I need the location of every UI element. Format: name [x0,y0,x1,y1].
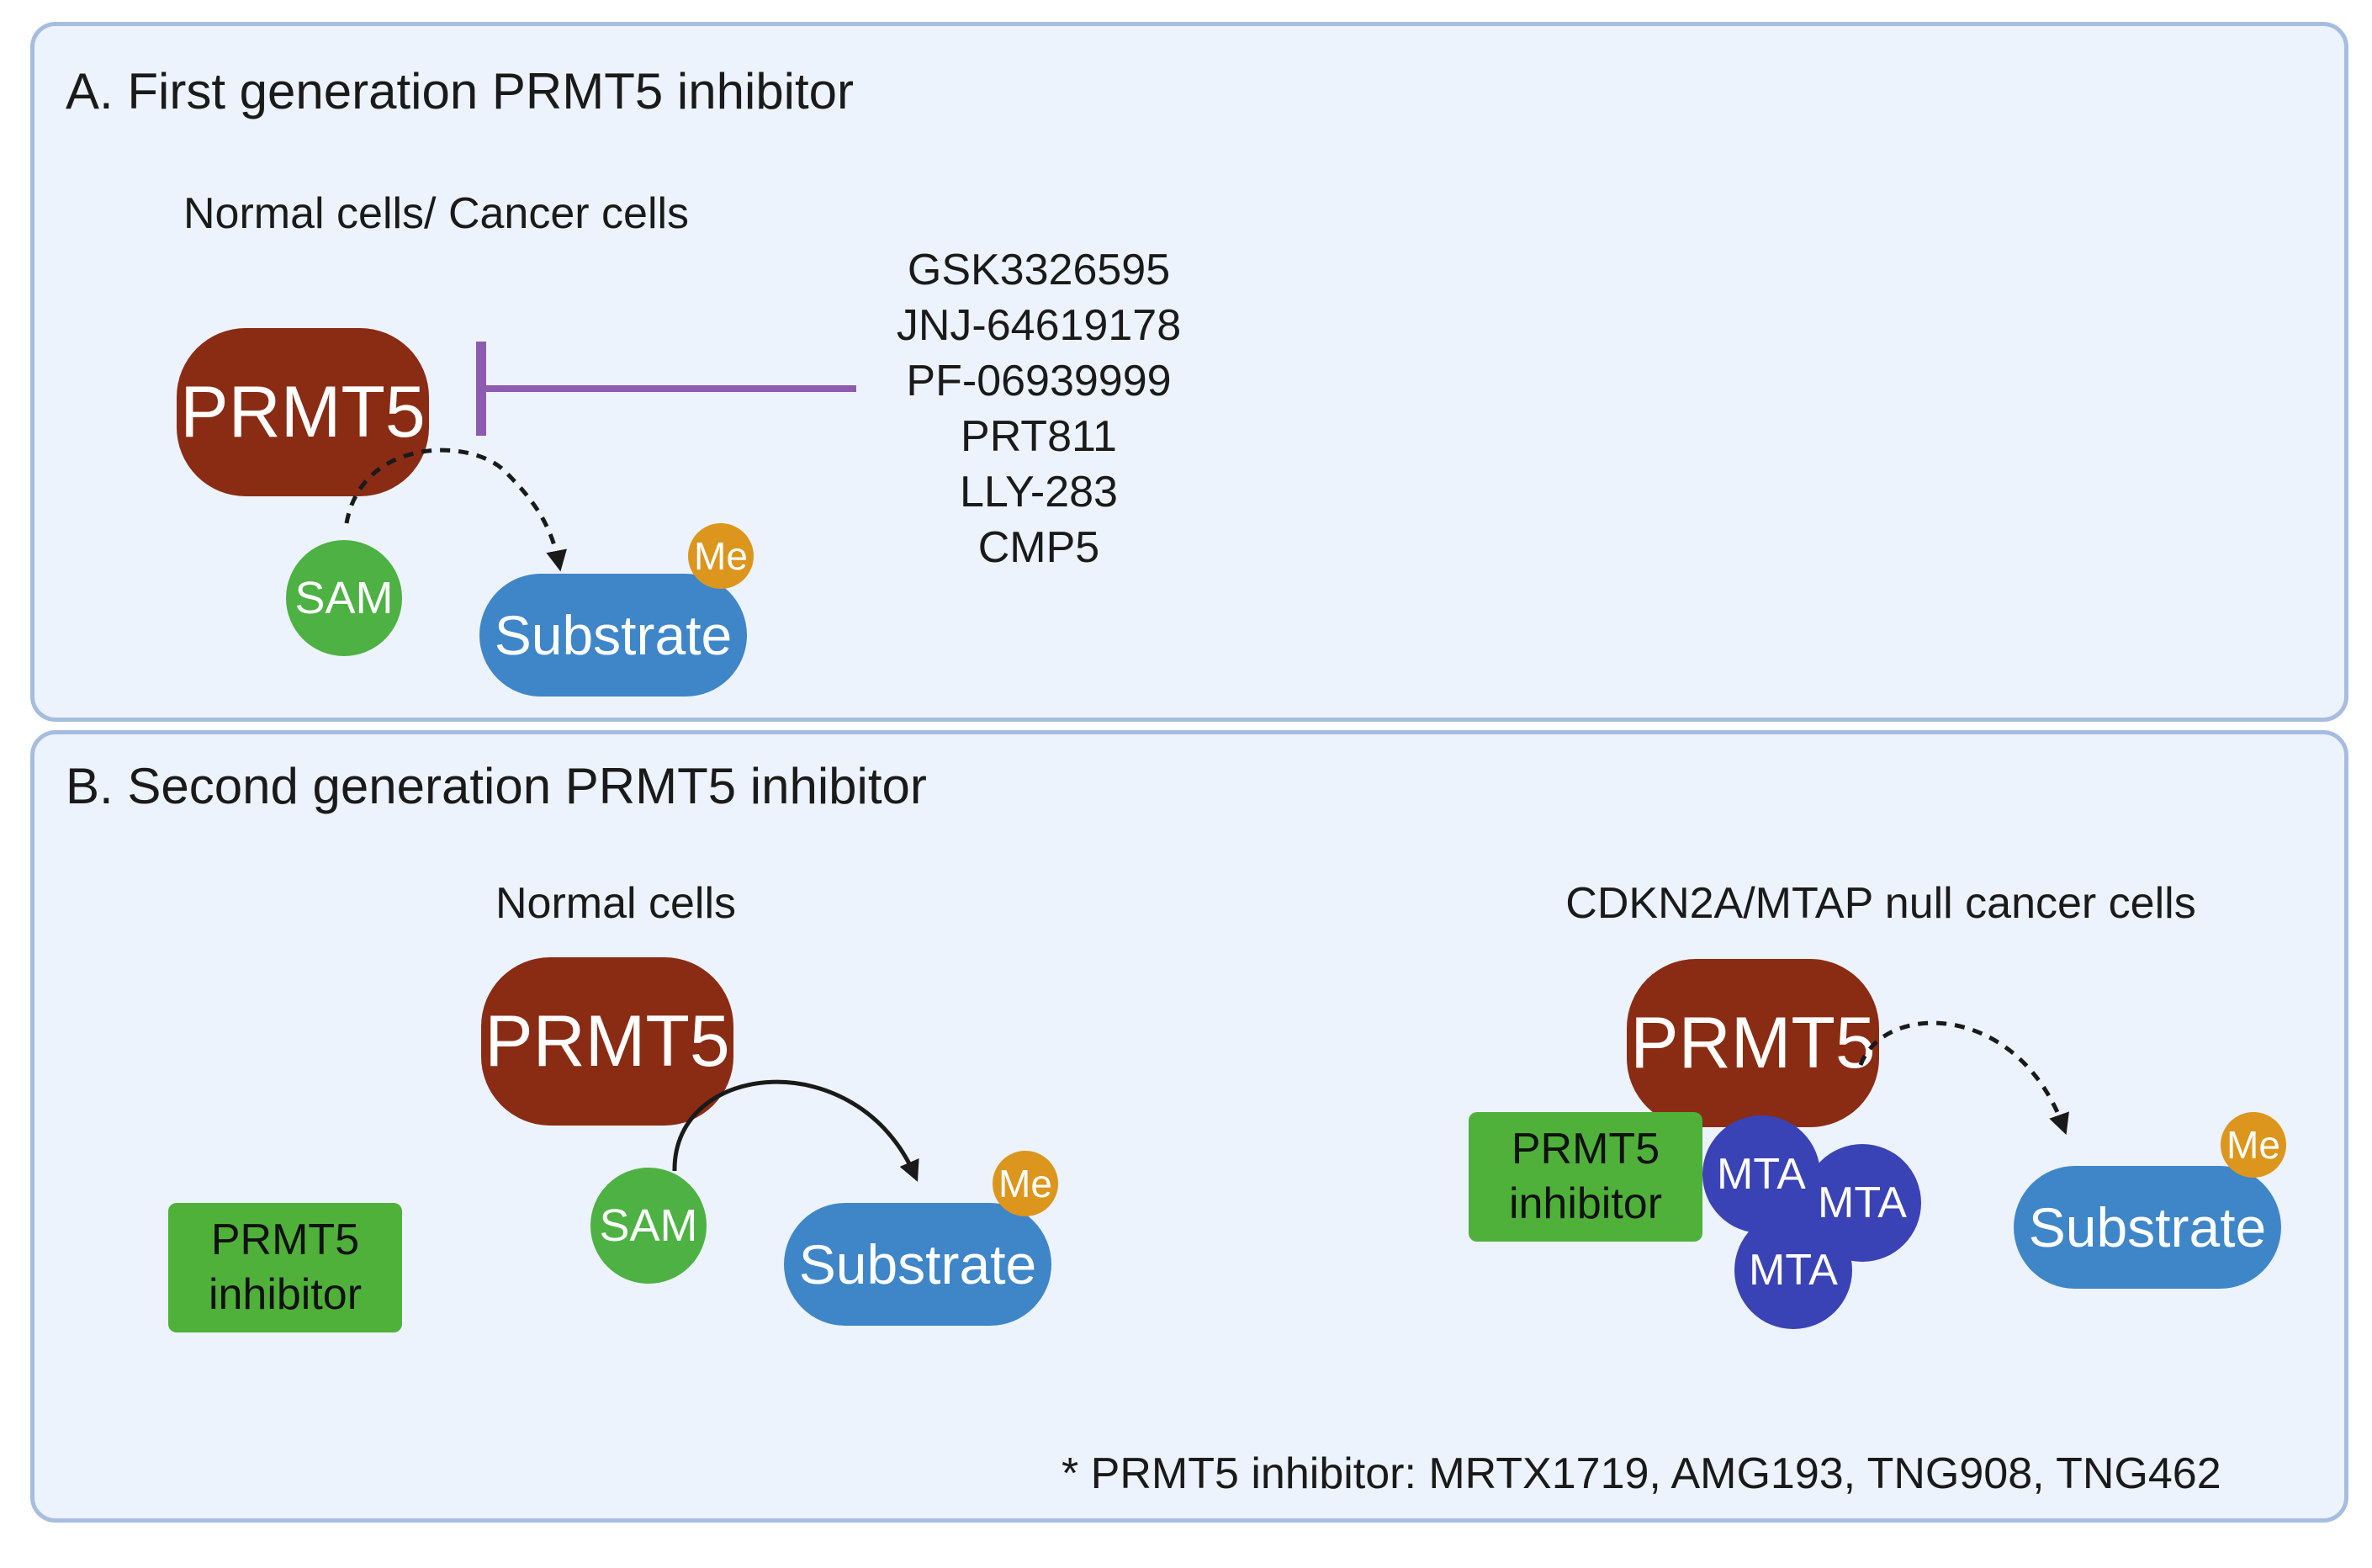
normal-cells-label: Normal cells [495,879,737,928]
inhibitor-name: PRT811 [961,412,1117,461]
inhibitor-label-line: inhibitor [1508,1179,1663,1228]
methyl-group-a: Me [688,523,754,589]
prmt5-inhibitor-normal: PRMT5 inhibitor [168,1203,402,1332]
panel-a-subtitle: Normal cells/ Cancer cells [183,189,690,238]
inhibitor-name: LLY-283 [960,468,1118,516]
inhibitor-label-line: inhibitor [208,1270,363,1319]
cancer-cells-label: CDKN2A/MTAP null cancer cells [1565,879,2196,928]
mta-molecule: MTA [1702,1115,1820,1233]
mta-molecule: MTA [1734,1211,1852,1329]
inhibitor-name: PF-06939999 [906,357,1172,405]
substrate-a: Substrate [479,574,747,697]
methyl-group-cancer: Me [2221,1112,2286,1178]
sam-cofactor-normal: SAM [590,1168,707,1284]
inhibitor-name: GSK3326595 [907,246,1171,294]
inhibitor-label-line: PRMT5 [1511,1125,1660,1173]
prmt5-enzyme-a: PRMT5 [177,328,429,496]
substrate-cancer: Substrate [2014,1166,2281,1289]
inhibitor-name: CMP5 [977,523,1100,572]
panel-second-generation [30,730,2348,1523]
substrate-normal: Substrate [784,1203,1051,1326]
footnote: * PRMT5 inhibitor: MRTX1719, AMG193, TNG… [1062,1449,2221,1498]
panel-b-title: B. Second generation PRMT5 inhibitor [66,758,927,814]
sam-cofactor-a: SAM [286,540,402,656]
first-gen-inhibitor-list: GSK3326595 JNJ-64619178 PF-06939999 PRT8… [897,242,1181,575]
prmt5-enzyme-cancer: PRMT5 [1627,959,1879,1127]
methyl-transfer-arrow-cancer [1858,1020,2069,1136]
panel-a-title: A. First generation PRMT5 inhibitor [66,63,855,119]
inhibitor-label-line: PRMT5 [210,1216,360,1264]
prmt5-enzyme-normal: PRMT5 [481,957,733,1126]
inhibitor-name: JNJ-64619178 [896,301,1182,350]
prmt5-inhibitor-cancer: PRMT5 inhibitor [1469,1112,1702,1242]
methyl-transfer-arrow-a [344,448,567,572]
methyl-transfer-arrow-normal [672,1079,919,1182]
methyl-group-normal: Me [993,1151,1058,1216]
